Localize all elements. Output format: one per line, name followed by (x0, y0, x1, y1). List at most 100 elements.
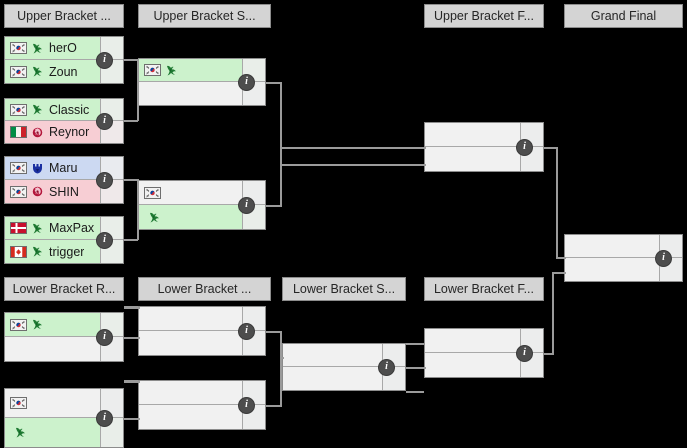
match-info-icon[interactable]: i (96, 113, 113, 130)
race-icon-protoss (31, 318, 44, 331)
bracket-connector (124, 120, 138, 122)
bracket-connector (406, 367, 426, 369)
opponent-identity (425, 123, 521, 146)
bracket-connector (266, 405, 282, 407)
flag-icon-kr (144, 64, 161, 76)
match-info-icon[interactable]: i (96, 410, 113, 427)
bracket-connector (280, 357, 284, 359)
match-info-icon[interactable]: i (96, 172, 113, 189)
match-info-icon[interactable]: i (96, 329, 113, 346)
match-info-icon[interactable]: i (655, 250, 672, 267)
match-info-icon[interactable]: i (516, 139, 533, 156)
opponent-identity (139, 205, 243, 229)
bracket-connector (280, 331, 282, 357)
opponent-identity: trigger (5, 240, 101, 263)
bracket-connector (556, 147, 558, 258)
bracket-connector (280, 164, 426, 166)
round-header-gf: Grand Final (564, 4, 683, 28)
bracket-connector (124, 337, 140, 339)
match-info-icon[interactable]: i (96, 232, 113, 249)
bracket-connector (266, 205, 282, 207)
bracket-connector (124, 239, 138, 241)
opponent-identity (139, 331, 243, 355)
race-icon-protoss (31, 245, 44, 258)
opponent-identity (5, 337, 101, 361)
race-icon-protoss (148, 211, 161, 224)
flag-icon-ca (10, 245, 27, 258)
bracket-connector (124, 306, 138, 308)
bracket-connector (137, 59, 139, 82)
bracket-connector (124, 307, 140, 309)
opponent-row[interactable]: Classic (5, 99, 123, 121)
bracket-connector (124, 380, 138, 382)
opponent-row[interactable] (139, 59, 265, 82)
bracket-connector (266, 82, 282, 84)
opponent-identity (283, 344, 383, 366)
race-icon-protoss (165, 64, 178, 77)
match-info-icon[interactable]: i (238, 397, 255, 414)
opponent-identity (139, 59, 243, 81)
player-name: Reynor (49, 125, 90, 139)
match-info-icon[interactable]: i (238, 323, 255, 340)
opponent-identity (139, 307, 243, 330)
match-info-icon[interactable]: i (516, 345, 533, 362)
player-name: Zoun (49, 64, 78, 79)
flag-icon-it (10, 126, 27, 138)
opponent-identity (139, 405, 243, 429)
opponent-identity: Reynor (5, 121, 101, 143)
match-info-icon[interactable]: i (378, 359, 395, 376)
flag-icon-kr (10, 397, 27, 409)
round-header-lb-f: Lower Bracket F... (424, 277, 544, 301)
opponent-identity (283, 367, 383, 390)
bracket-connector (406, 391, 424, 393)
round-header-lb-r2: Lower Bracket ... (138, 277, 271, 301)
flag-icon-kr (10, 185, 27, 198)
opponent-row[interactable]: herO (5, 37, 123, 60)
opponent-identity (139, 181, 243, 204)
player-name: Classic (49, 102, 90, 117)
opponent-row[interactable]: SHIN (5, 180, 123, 203)
race-icon-protoss (31, 65, 44, 78)
opponent-identity (425, 353, 521, 377)
player-name: trigger (49, 244, 85, 259)
opponent-identity: herO (5, 37, 101, 59)
flag-icon-dk (10, 222, 27, 234)
bracket-connector (137, 81, 139, 121)
opponent-row[interactable]: MaxPax (5, 217, 123, 240)
bracket-connector (280, 82, 282, 166)
bracket-connector (137, 205, 139, 240)
flag-icon-kr (10, 103, 27, 116)
bracket-connector (552, 272, 566, 274)
flag-icon-kr (10, 42, 27, 54)
opponent-identity: MaxPax (5, 217, 101, 239)
opponent-identity: Maru (5, 157, 101, 179)
match-info-icon[interactable]: i (238, 74, 255, 91)
flag-icon-kr (144, 186, 161, 199)
flag-icon-kr (10, 162, 27, 174)
opponent-identity (139, 381, 243, 404)
opponent-row[interactable]: Maru (5, 157, 123, 180)
opponent-identity (5, 389, 101, 417)
opponent-row[interactable]: trigger (5, 240, 123, 263)
opponent-identity: Classic (5, 99, 101, 120)
race-icon-zerg (31, 126, 44, 139)
race-icon-terran (31, 162, 44, 175)
opponent-row[interactable]: Reynor (5, 121, 123, 143)
bracket-connector (137, 179, 139, 205)
flag-icon-kr (10, 65, 27, 78)
bracket-connector (124, 179, 138, 181)
bracket-connector (266, 331, 282, 333)
player-name: MaxPax (49, 221, 95, 235)
round-header-ub-f: Upper Bracket F... (424, 4, 544, 28)
race-icon-protoss (14, 426, 27, 439)
match-info-icon[interactable]: i (238, 197, 255, 214)
player-name: Maru (49, 161, 78, 175)
flag-icon-kr (10, 318, 27, 331)
match-info-icon[interactable]: i (96, 52, 113, 69)
opponent-identity: SHIN (5, 180, 101, 203)
bracket-connector (406, 343, 424, 345)
opponent-identity: Zoun (5, 60, 101, 83)
opponent-row[interactable] (283, 344, 405, 367)
